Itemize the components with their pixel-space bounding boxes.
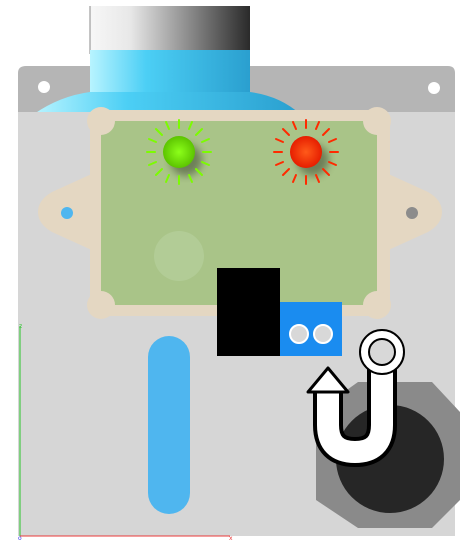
terminal-screw[interactable]: [289, 324, 309, 344]
black-module: [217, 268, 280, 356]
mounting-hole-icon: [38, 81, 50, 93]
right-ear-hole: [406, 207, 418, 219]
pcb-faint-pad: [154, 231, 204, 281]
left-ear-hole: [61, 207, 73, 219]
axis-origin-label: o: [18, 535, 22, 542]
blue-slot: [148, 336, 190, 514]
mounting-hole-icon: [428, 82, 440, 94]
metal-shaft: [90, 6, 250, 54]
axis-x-label: x: [229, 535, 233, 542]
blue-terminal-block: [280, 302, 342, 356]
u-turn-arrow-icon: [306, 329, 405, 467]
green-led-icon: [146, 119, 212, 185]
axis-z-label: z: [19, 323, 22, 330]
terminal-screw[interactable]: [313, 324, 333, 344]
axis-gizmo: z x o: [18, 323, 233, 542]
red-led-icon: [273, 119, 339, 185]
dark-round-port: [336, 405, 444, 513]
